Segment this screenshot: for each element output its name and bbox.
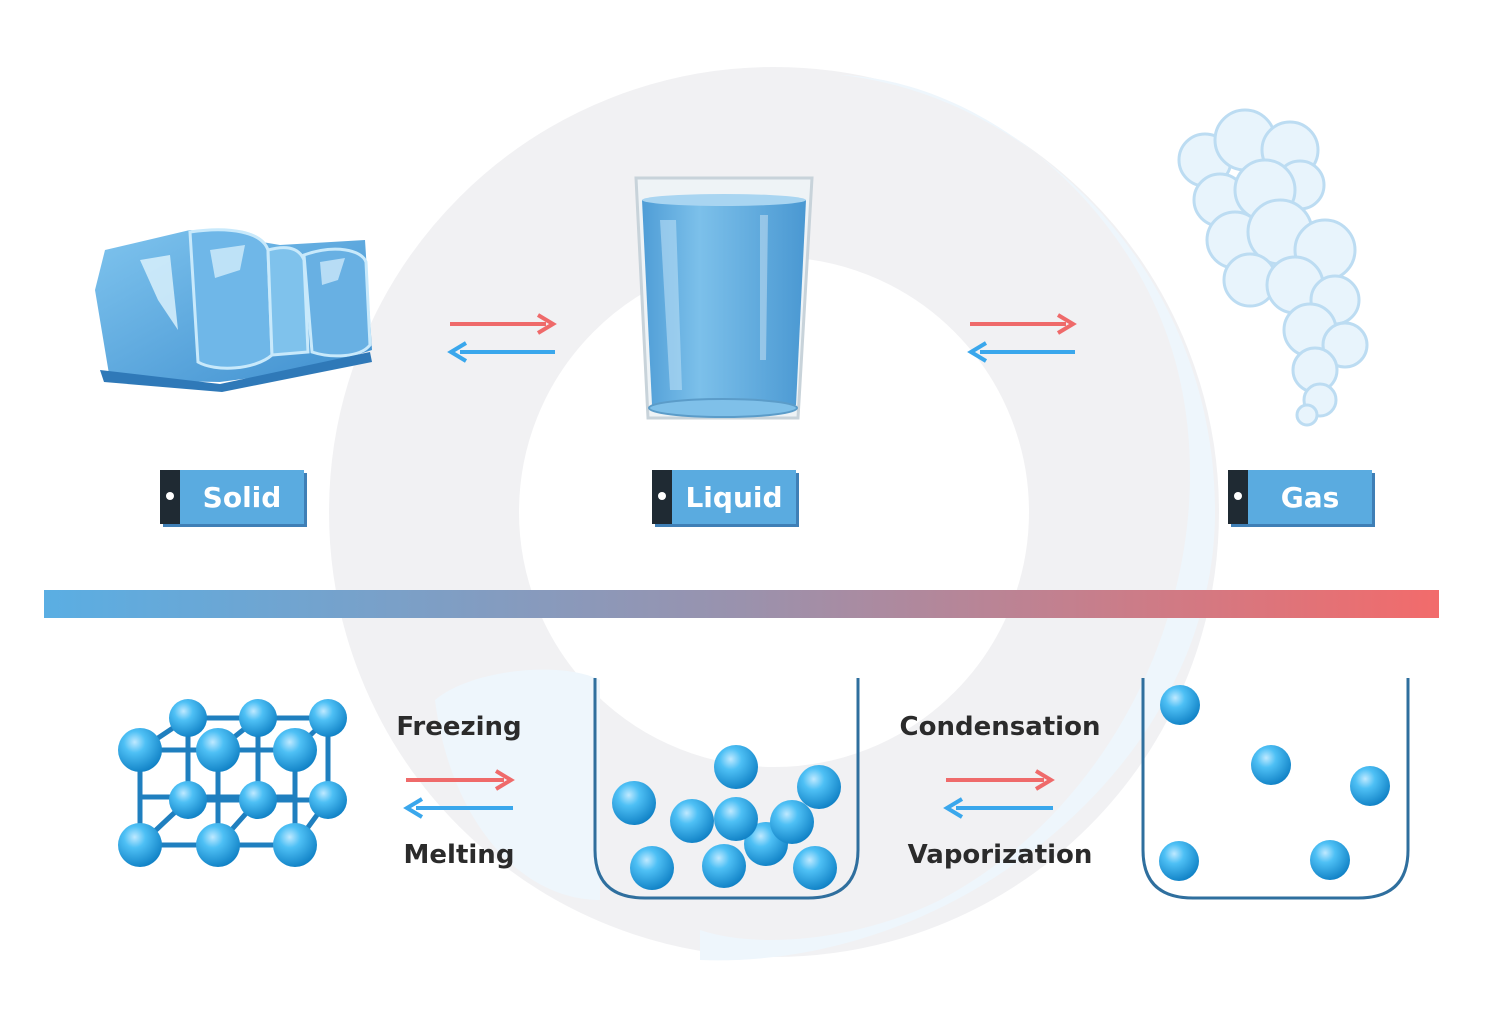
liquid-gas-arrows bbox=[967, 313, 1077, 363]
steam-cloud-icon bbox=[1177, 108, 1369, 427]
condensation-vaporization-arrows bbox=[943, 769, 1055, 819]
ice-cubes-icon bbox=[95, 228, 372, 392]
label-tab bbox=[160, 470, 180, 524]
solid-label: Solid bbox=[160, 470, 304, 524]
label-tab bbox=[652, 470, 672, 524]
liquid-label: Liquid bbox=[652, 470, 796, 524]
label-dot bbox=[658, 492, 666, 500]
solid-label-text: Solid bbox=[180, 470, 304, 524]
glass-of-water-icon bbox=[634, 176, 814, 420]
gas-particles-container bbox=[1141, 678, 1410, 900]
freezing-label: Freezing bbox=[396, 712, 522, 742]
gas-label: Gas bbox=[1228, 470, 1372, 524]
vaporization-label: Vaporization bbox=[907, 840, 1093, 870]
solid-lattice-icon bbox=[118, 699, 347, 867]
label-tab bbox=[1228, 470, 1248, 524]
condensation-label: Condensation bbox=[899, 712, 1101, 742]
freezing-melting-arrows bbox=[403, 769, 515, 819]
label-dot bbox=[166, 492, 174, 500]
melting-label: Melting bbox=[403, 840, 515, 870]
temperature-gradient-bar bbox=[44, 590, 1439, 618]
gas-label-text: Gas bbox=[1248, 470, 1372, 524]
background-ring bbox=[329, 67, 1219, 961]
liquid-particles-container bbox=[593, 678, 860, 900]
solid-liquid-arrows bbox=[447, 313, 557, 363]
label-dot bbox=[1234, 492, 1242, 500]
liquid-label-text: Liquid bbox=[672, 470, 796, 524]
